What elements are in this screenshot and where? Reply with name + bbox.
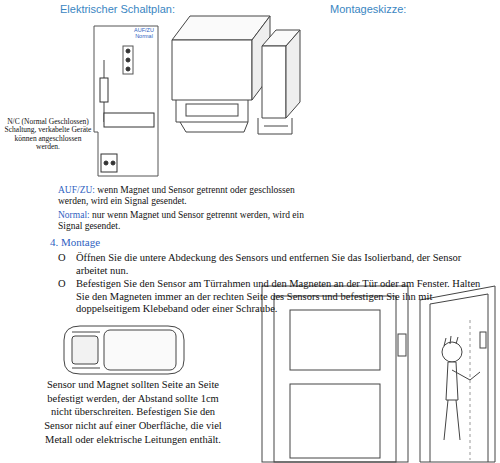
instruction-text-block: Befestigen Sie den Sensor am Türrahmen u… — [76, 278, 494, 316]
open-door — [420, 286, 495, 462]
board-label: AUF/ZU Normal — [134, 27, 154, 39]
instruction-text: Befestigen Sie den Sensor am Türrahmen u… — [76, 278, 480, 314]
circuit-board — [94, 26, 158, 176]
circuit-note: N/C (Normal Geschlossen) Schaltung, verk… — [5, 117, 92, 151]
section-heading-block: Montageskizze: — [330, 3, 480, 16]
instruction-text: Öffnen Sie die untere Abdeckung des Sens… — [76, 252, 461, 276]
mode-description-block: AUF/ZU: wenn Magnet und Sensor getrennt … — [58, 185, 320, 208]
bullet-block: O — [58, 278, 72, 291]
mounting-note: Sensor und Magnet sollten Seite an Seite… — [44, 379, 222, 445]
door-frame — [262, 286, 408, 462]
step-heading: 4. Montage — [50, 236, 100, 248]
step-heading-block: 4. Montage — [50, 236, 250, 249]
sensor-closeup — [64, 326, 184, 374]
bullet: O — [58, 278, 66, 289]
mode-description: Normal: — [58, 210, 90, 220]
section-heading: Montageskizze: — [330, 3, 406, 15]
board-label-block: AUF/ZU Normal — [131, 28, 157, 40]
section-heading: Elektrischer Schaltplan: — [60, 3, 175, 15]
section-heading-block: Elektrischer Schaltplan: — [60, 3, 260, 16]
instruction-text-block: Öffnen Sie die untere Abdeckung des Sens… — [76, 252, 494, 277]
circuit-note-block: N/C (Normal Geschlossen) Schaltung, verk… — [4, 118, 92, 151]
mode-description: AUF/ZU: — [58, 185, 95, 195]
mode-description-block: Normal: nur wenn Magnet und Sensor getre… — [58, 210, 308, 233]
mounting-note-block: Sensor und Magnet sollten Seite an Seite… — [42, 378, 224, 446]
bullet: O — [58, 252, 66, 263]
bullet-block: O — [58, 252, 72, 265]
mode-description: nur wenn Magnet und Sensor getrennt werd… — [58, 210, 304, 231]
sensor-sketch — [172, 16, 300, 134]
